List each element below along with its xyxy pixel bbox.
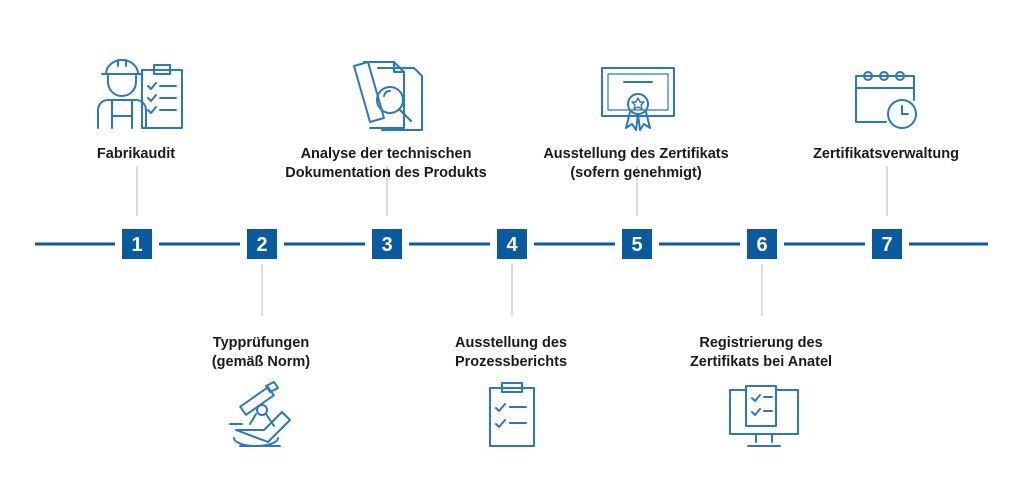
microscope-icon xyxy=(229,381,291,447)
step-4-label-line-2: Prozessberichts xyxy=(454,354,568,370)
step-3-number: 3 xyxy=(381,234,392,256)
step-2-label: Typprüfungen (gemäß Norm) xyxy=(131,334,391,372)
step-6-number: 6 xyxy=(756,234,767,256)
step-3-badge: 3 xyxy=(365,224,409,264)
step-1-badge: 1 xyxy=(115,224,159,264)
step-6-label: Registrierung des Zertifikats bei Anatel xyxy=(631,334,891,372)
step-6-label-line-2: Zertifikats bei Anatel xyxy=(689,354,833,370)
step-4-badge: 4 xyxy=(490,224,534,264)
monitor-checklist-icon xyxy=(729,385,799,447)
step-2-label-line-2: (gemäß Norm) xyxy=(211,354,311,370)
step-1-label-line-1: Fabrikaudit xyxy=(96,146,176,162)
checklist-clipboard-icon xyxy=(489,382,535,447)
documents-magnifier-icon xyxy=(353,61,423,131)
step-5-badge: 5 xyxy=(615,224,659,264)
step-1-number: 1 xyxy=(131,234,142,256)
step-4-label-line-1: Ausstellung des xyxy=(455,335,567,351)
step-2-label-line-1: Typprüfungen xyxy=(212,335,310,351)
step-7-number: 7 xyxy=(881,234,892,256)
step-4-label: Ausstellung des Prozessberichts xyxy=(381,334,641,372)
step-3-label: Analyse der technischen Dokumentation de… xyxy=(256,145,516,183)
step-6-label-line-1: Registrierung des xyxy=(699,335,823,351)
step-6-badge: 6 xyxy=(740,224,784,264)
worker-clipboard-icon xyxy=(97,59,183,129)
step-2-badge: 2 xyxy=(240,224,284,264)
step-5-label-line-1: Ausstellung des Zertifikats xyxy=(543,146,729,162)
certificate-icon xyxy=(601,67,675,131)
step-3-label-line-2: Dokumentation des Produkts xyxy=(285,165,487,181)
step-4-number: 4 xyxy=(506,234,518,256)
step-5-label: Ausstellung des Zertifikats (sofern gene… xyxy=(506,145,766,183)
calendar-clock-icon xyxy=(855,71,917,129)
step-3-label-line-1: Analyse der technischen xyxy=(300,146,472,162)
step-7-label: Zertifikatsverwaltung xyxy=(756,145,1016,164)
step-7-badge: 7 xyxy=(865,224,909,264)
step-7-label-line-1: Zertifikatsverwaltung xyxy=(813,146,959,162)
step-5-label-line-2: (sofern genehmigt) xyxy=(570,165,702,181)
step-5-number: 5 xyxy=(631,234,642,256)
step-1-label: Fabrikaudit xyxy=(6,145,266,164)
step-2-number: 2 xyxy=(256,234,267,256)
